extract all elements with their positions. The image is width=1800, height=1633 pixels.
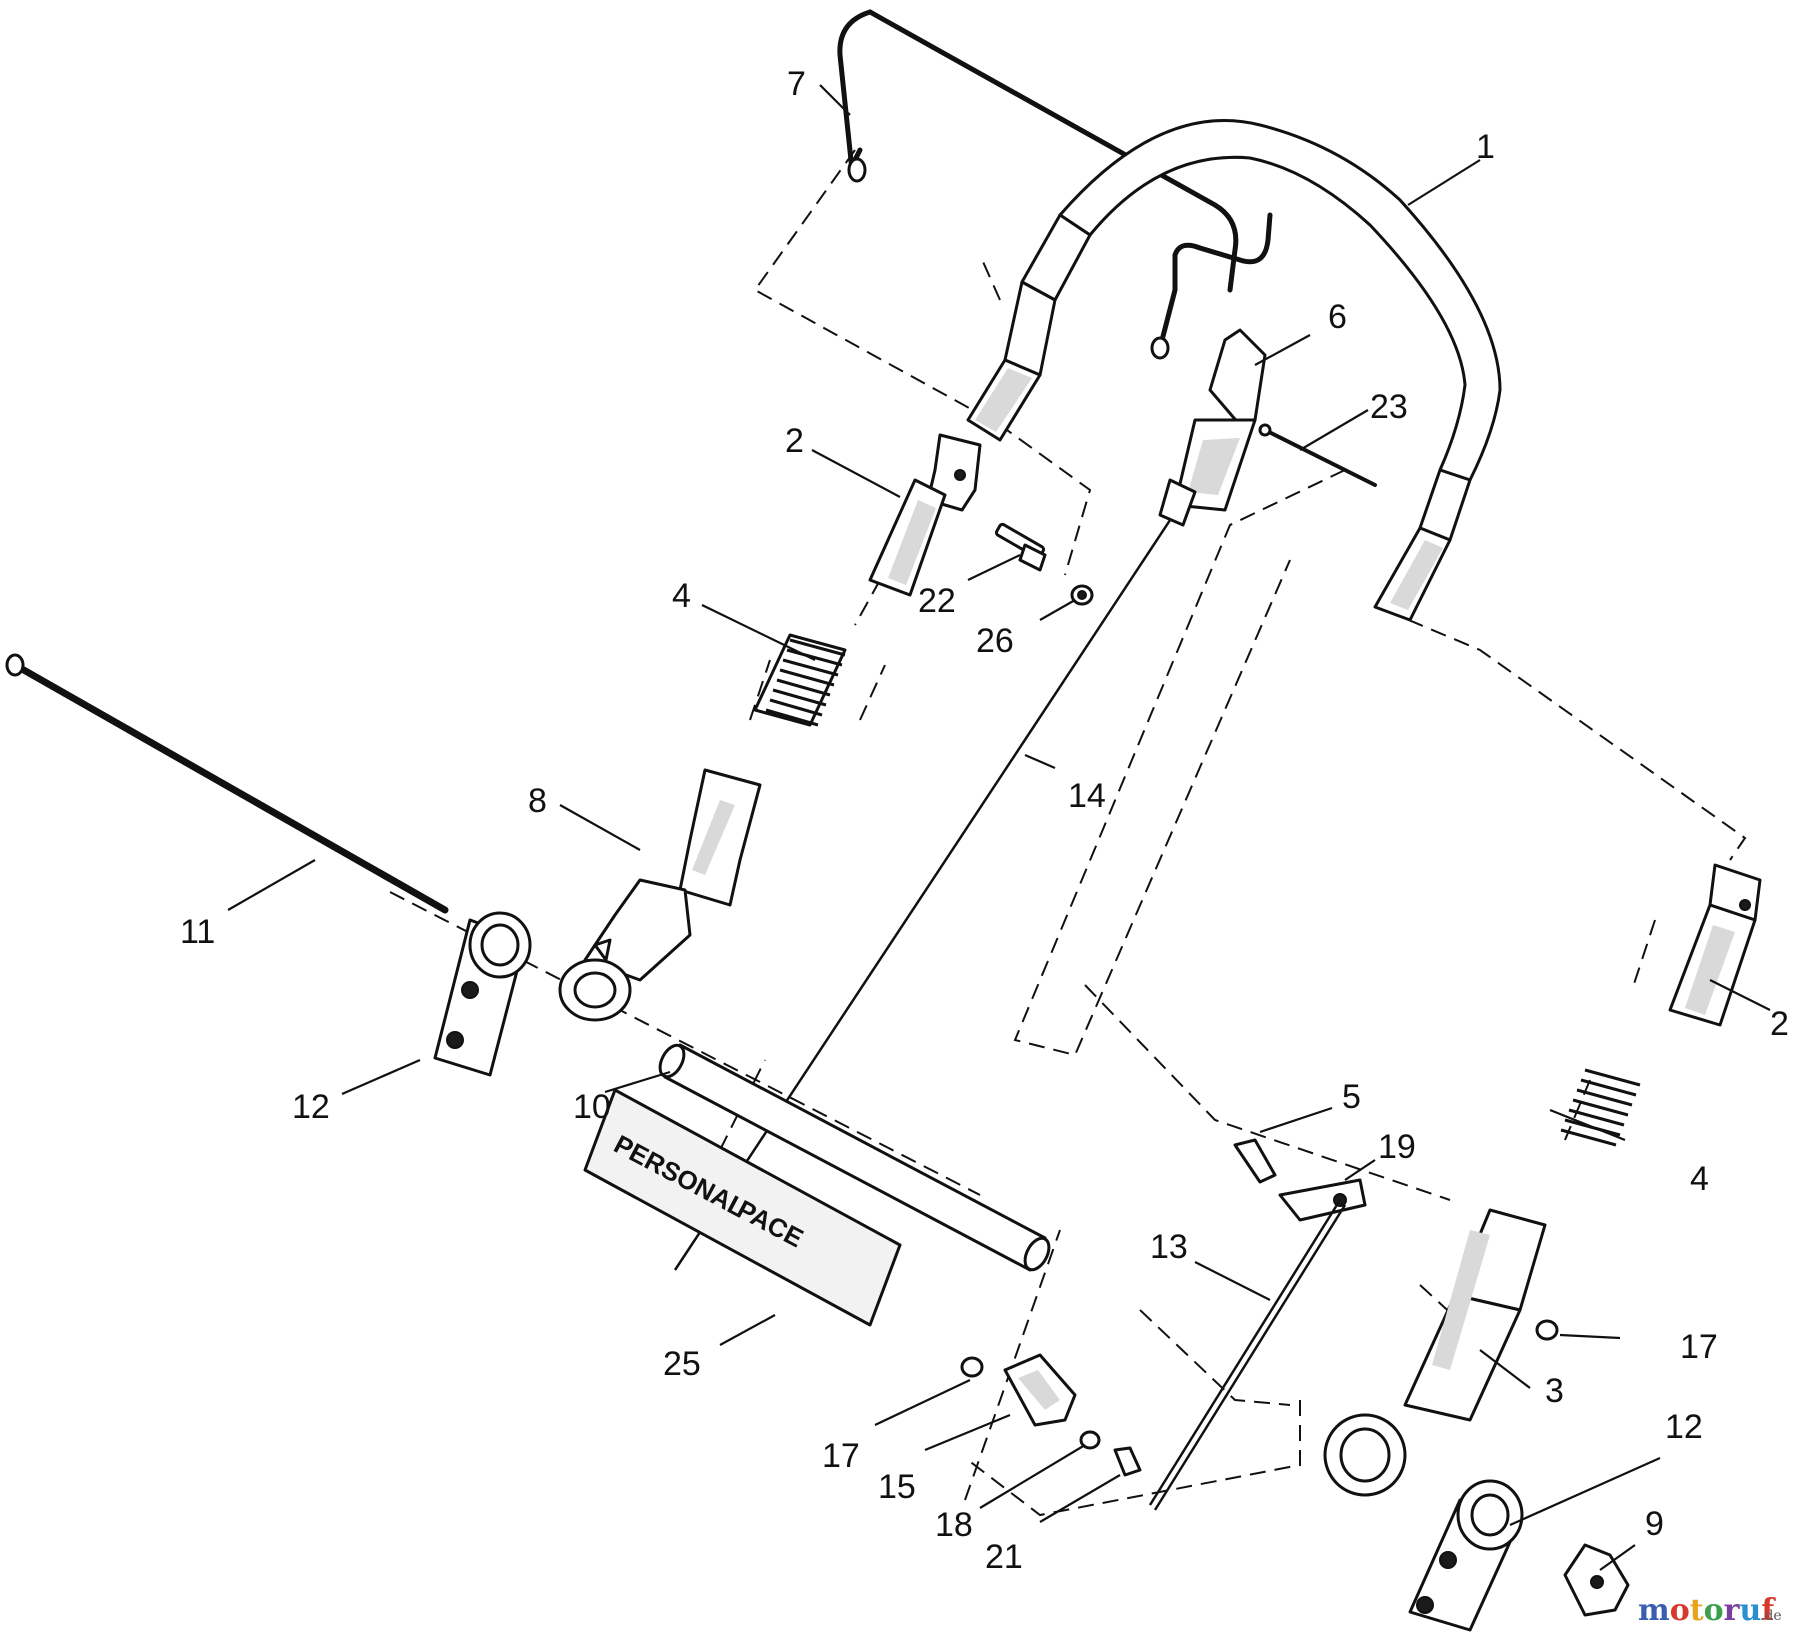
callout-22: 22: [918, 582, 956, 620]
wm-m: m: [1638, 1593, 1670, 1628]
callout-23: 23: [1370, 388, 1408, 426]
callout-19: 19: [1378, 1128, 1416, 1166]
part-2-adapter-right: [1668, 863, 1762, 1027]
part-13-cable: [1148, 1199, 1347, 1511]
wm-o2: o: [1704, 1593, 1724, 1628]
callout-21: 21: [985, 1538, 1023, 1576]
part-2-adapter-upper: [868, 433, 982, 597]
callout-18: 18: [935, 1506, 973, 1544]
wm-u: u: [1739, 1593, 1761, 1628]
part-22-bolt: [994, 522, 1047, 572]
part-7-bail-rear: [1150, 212, 1273, 360]
part-7-bail-front: [837, 9, 1239, 293]
svg-text:motoruf: motoruf: [1638, 1593, 1776, 1628]
part-21-bolt: [1113, 1446, 1142, 1477]
part-19-cable-bracket: [1278, 1178, 1367, 1222]
part-4-spring-upper: [753, 633, 847, 727]
callout-12-right: 12: [1665, 1408, 1703, 1446]
callout-17-right: 17: [1680, 1328, 1718, 1366]
part-12-bracket-left: [433, 911, 532, 1077]
leader-lines: [227, 84, 1771, 1571]
part-6-lever: [1173, 328, 1267, 512]
callout-25: 25: [663, 1345, 701, 1383]
part-17-nut-left: [960, 1356, 984, 1378]
part-11-axle-rod: [5, 653, 449, 914]
part-14-cable: [673, 478, 1197, 1271]
callout-1: 1: [1476, 128, 1495, 166]
part-12-bracket-right: [1408, 1479, 1524, 1632]
callout-3: 3: [1545, 1372, 1564, 1410]
callout-9: 9: [1645, 1505, 1664, 1543]
callout-15: 15: [878, 1468, 916, 1506]
callout-5: 5: [1342, 1078, 1361, 1116]
callout-14: 14: [1068, 777, 1106, 815]
wm-r: r: [1724, 1593, 1741, 1628]
part-5-bolt: [1233, 1138, 1277, 1184]
part-10-cross-tube: [658, 1043, 1051, 1272]
callout-4-upper: 4: [672, 577, 691, 615]
callout-8: 8: [528, 782, 547, 820]
callout-2-right: 2: [1770, 1005, 1789, 1043]
callout-labels: 1 2 2 3 4 4 5 6 7 8 9 10 11 12 12 13 14 …: [180, 65, 1789, 1576]
callout-13: 13: [1150, 1228, 1188, 1266]
callout-12-left: 12: [292, 1088, 330, 1126]
part-15-clevis: [1003, 1353, 1077, 1427]
part-8-lower-tube: [558, 768, 762, 1022]
watermark-suffix: .de: [1760, 1608, 1782, 1624]
wm-t: t: [1690, 1593, 1704, 1628]
part-26-nut: [1070, 584, 1094, 606]
part-23-pin: [1258, 423, 1377, 487]
callout-26: 26: [976, 622, 1014, 660]
wm-f: f: [1761, 1593, 1776, 1628]
part-17-nut-right: [1535, 1319, 1559, 1341]
callout-17-left: 17: [822, 1437, 860, 1475]
callout-2-upper: 2: [785, 422, 804, 460]
part-4-spring-right: [1560, 1068, 1641, 1147]
part-3-lower-tube-right: [1323, 1208, 1547, 1497]
watermark-logo: motoruf .de: [1638, 1593, 1782, 1628]
callout-4-right: 4: [1690, 1160, 1709, 1198]
callout-11: 11: [180, 913, 215, 951]
part-1-handle: [966, 119, 1502, 622]
part-18-washer: [1079, 1430, 1101, 1450]
callout-7: 7: [787, 65, 806, 103]
assembly-lines: [389, 149, 1747, 1517]
callout-10: 10: [573, 1088, 611, 1126]
callout-6: 6: [1328, 298, 1347, 336]
wm-o1: o: [1670, 1593, 1690, 1628]
part-25-decal: PERSONAL PACE: [583, 1088, 902, 1327]
